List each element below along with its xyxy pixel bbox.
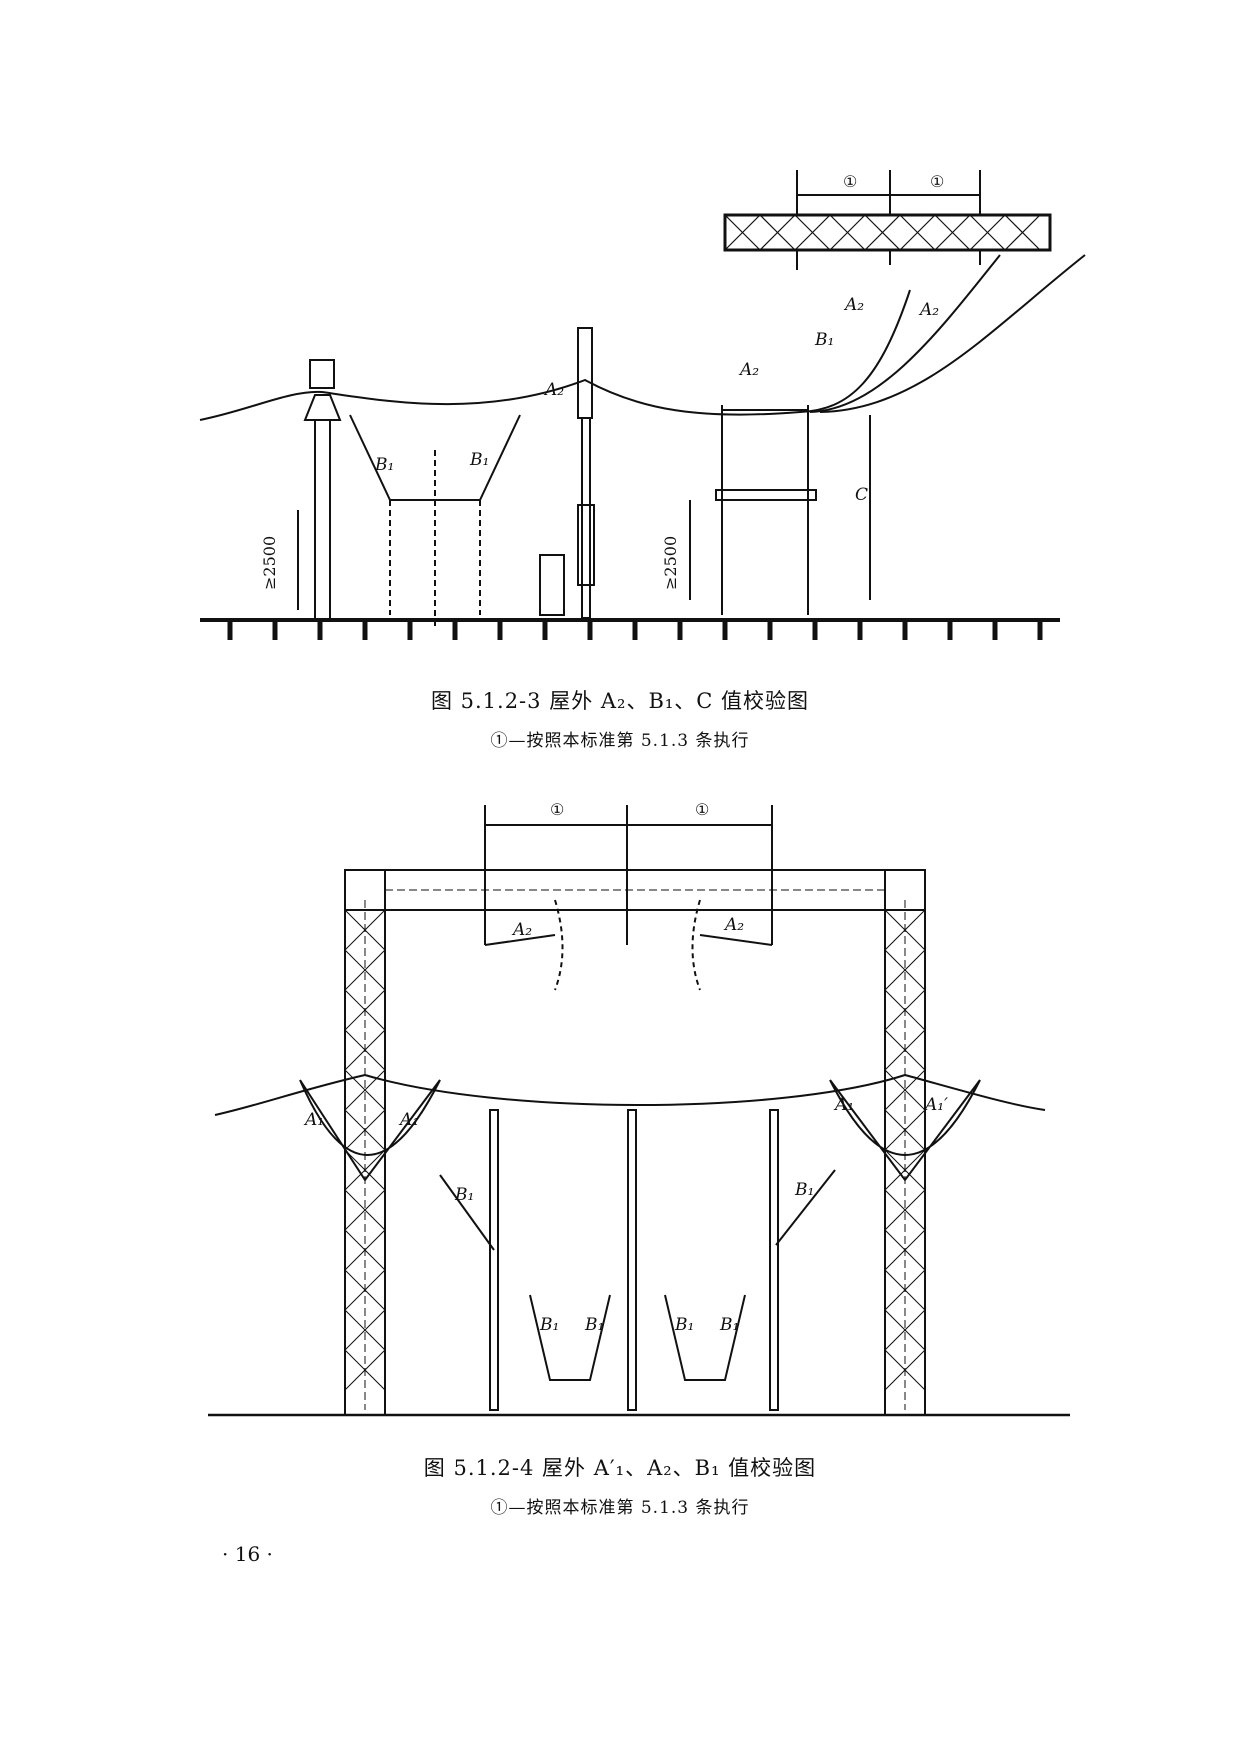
- fig1-label-a2b: A₂: [918, 300, 939, 320]
- fig1-label-b1c: B₁: [469, 450, 489, 470]
- fig1-dim-1b: ①: [930, 172, 944, 191]
- fig1-label-a2: A₂: [843, 295, 864, 315]
- fig2-dim-1b: ①: [695, 800, 709, 819]
- figure-2-caption: 图 5.1.2-4 屋外 A′₁、A₂、B₁ 值校验图: [423, 1456, 817, 1480]
- fig2-label-b1e: B₁: [674, 1315, 694, 1335]
- fig2-label-a2b: A₂: [723, 915, 744, 935]
- fig2-label-a1b: A₁: [833, 1095, 854, 1115]
- fig1-label-c: C: [855, 485, 868, 505]
- fig2-label-b1d: B₁: [584, 1315, 604, 1335]
- fig2-label-a2a: A₂: [511, 920, 532, 940]
- fig1-dim-1a: ①: [843, 172, 857, 191]
- fig2-label-b1a: B₁: [454, 1185, 474, 1205]
- fig2-label-b1c: B₁: [539, 1315, 559, 1335]
- figure-1-note: ①—按照本标准第 5.1.3 条执行: [490, 731, 750, 751]
- fig1-label-b1: B₁: [814, 330, 834, 350]
- fig2-dim-1a: ①: [550, 800, 564, 819]
- fig2-label-b1b: B₁: [794, 1180, 814, 1200]
- figure-1-caption: 图 5.1.2-3 屋外 A₂、B₁、C 值校验图: [430, 689, 810, 713]
- fig1-label-b1b: B₁: [374, 455, 394, 475]
- fig2-label-a1pa: A₁′: [398, 1110, 423, 1130]
- fig1-label-a2d: A₂: [543, 380, 564, 400]
- fig1-dim-2500b: ≥2500: [661, 536, 680, 590]
- fig2-label-a1pb: A₁′: [923, 1095, 948, 1115]
- figure-2-note: ①—按照本标准第 5.1.3 条执行: [490, 1498, 750, 1518]
- fig1-dim-2500a: ≥2500: [260, 536, 279, 590]
- fig1-label-a2c: A₂: [738, 360, 759, 380]
- fig2-label-b1f: B₁: [719, 1315, 739, 1335]
- fig2-label-a1a: A₁: [303, 1110, 324, 1130]
- page-number: · 16 ·: [222, 1542, 273, 1566]
